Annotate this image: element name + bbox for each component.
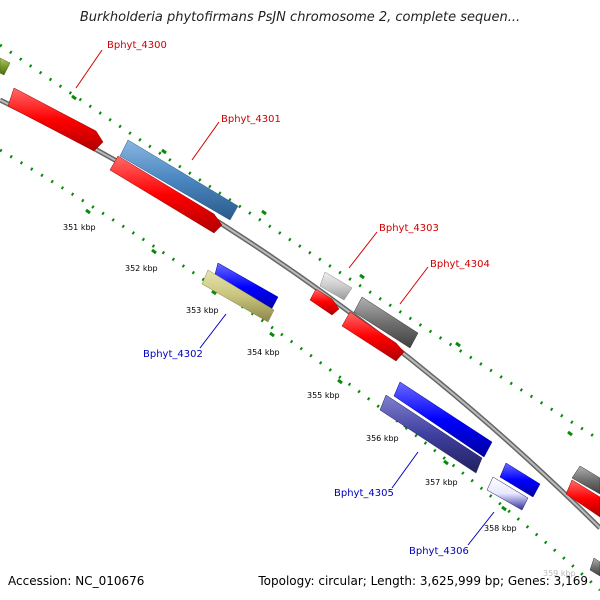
scale-label: 351 kbp <box>63 223 96 232</box>
scale-label: 358 kbp <box>484 524 517 533</box>
map-title: Burkholderia phytofirmans PsJN chromosom… <box>79 10 521 25</box>
outer-dotted-track <box>0 43 600 442</box>
gene-arrow-olive[interactable] <box>0 57 11 76</box>
gene-label-bphyt-4301[interactable]: Bphyt_4301 <box>221 114 281 125</box>
gene-arrow-bphyt-4305-blue[interactable] <box>393 381 493 458</box>
gene-arrow-bphyt-4303[interactable] <box>309 288 340 316</box>
gene-label-bphyt-4300[interactable]: Bphyt_4300 <box>107 40 167 51</box>
gene-arrow-bphyt-4302[interactable] <box>201 269 275 323</box>
scale-label: 353 kbp <box>186 306 219 315</box>
gene-arrow-bphyt-4303-gray[interactable] <box>319 271 353 301</box>
callout-lines <box>75 49 495 546</box>
gene-arrows <box>0 57 600 577</box>
gene-arrow-bphyt-4304[interactable] <box>341 311 405 362</box>
scale-label: 354 kbp <box>247 348 280 357</box>
gene-label-bphyt-4304[interactable]: Bphyt_4304 <box>430 259 490 270</box>
gene-arrow-bphyt-4306-blue[interactable] <box>499 462 541 498</box>
chromosome-backbone <box>0 97 600 530</box>
gene-arrow-bphyt-4306[interactable] <box>486 476 529 511</box>
gene-arrow-edge-gray[interactable] <box>571 465 600 495</box>
gene-arrow-edge-red[interactable] <box>565 479 600 518</box>
scale-label: 357 kbp <box>425 478 458 487</box>
scale-label: 352 kbp <box>125 264 158 273</box>
gene-label-bphyt-4303[interactable]: Bphyt_4303 <box>379 223 439 234</box>
gene-arrow-bphyt-4301[interactable] <box>109 155 223 234</box>
scale-label: 359 kbp <box>543 569 576 578</box>
gene-arrow-bphyt-4304-gray[interactable] <box>353 296 419 349</box>
scale-label: 355 kbp <box>307 391 340 400</box>
chromosome-backbone-highlight <box>0 99 600 529</box>
gene-labels: Bphyt_4300 Bphyt_4301 Bphyt_4302 Bphyt_4… <box>107 40 490 557</box>
gene-label-bphyt-4306[interactable]: Bphyt_4306 <box>409 546 469 557</box>
accession-text: Accession: NC_010676 <box>8 574 145 588</box>
genome-summary-text: Topology: circular; Length: 3,625,999 bp… <box>258 574 588 588</box>
gene-arrow-cog-steelblue[interactable] <box>119 139 239 221</box>
scale-labels: 351 kbp 352 kbp 353 kbp 354 kbp 355 kbp … <box>63 223 576 578</box>
gene-arrow-edge-gray-2[interactable] <box>589 557 600 577</box>
gene-arrow-bphyt-4305[interactable] <box>379 394 483 474</box>
scale-label: 356 kbp <box>366 434 399 443</box>
gene-label-bphyt-4305[interactable]: Bphyt_4305 <box>334 488 394 499</box>
gene-arrow-bphyt-4300[interactable] <box>7 87 104 152</box>
gene-label-bphyt-4302[interactable]: Bphyt_4302 <box>143 349 203 360</box>
